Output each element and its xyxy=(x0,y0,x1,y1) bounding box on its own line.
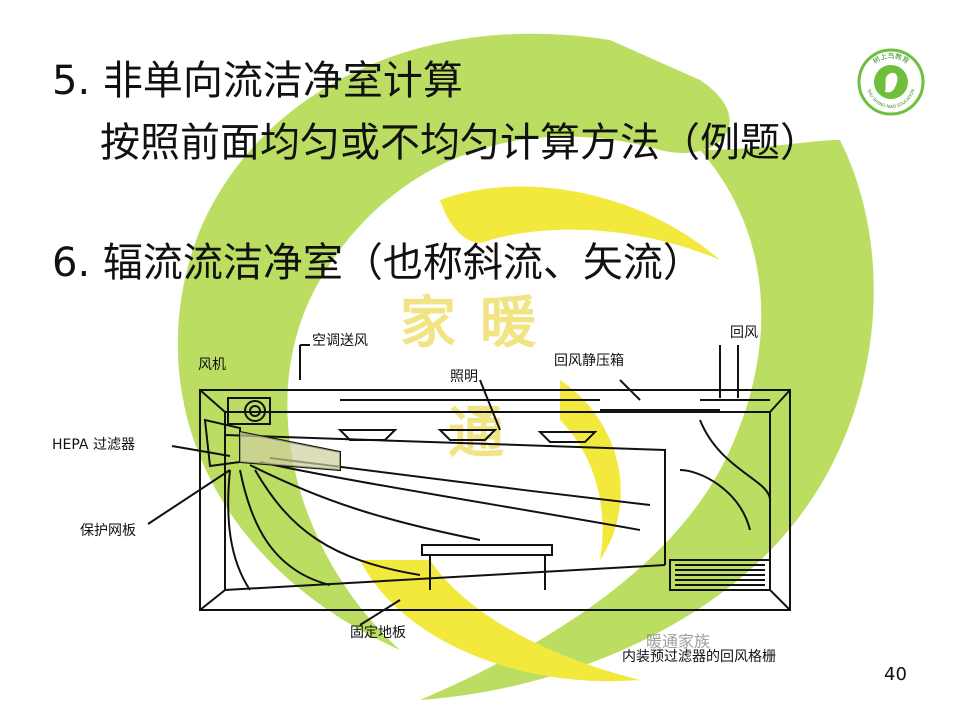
label-ac-supply: 空调送风 xyxy=(312,333,368,349)
label-return-air: 回风 xyxy=(730,325,758,341)
watermark-source: 暖通家族 xyxy=(646,632,711,651)
label-fan: 风机 xyxy=(198,357,226,373)
watermark-char-2: 暖 xyxy=(480,290,536,356)
label-return-plenum: 回风静压箱 xyxy=(554,353,624,369)
label-guard-plate: 保护网板 xyxy=(80,523,136,539)
heading-line-2: 按照前面均匀或不均匀计算方法（例题） xyxy=(100,120,820,166)
label-return-grille: 内装预过滤器的回风格栅 xyxy=(622,649,776,665)
heading-line-1: 5. 非单向流洁净室计算 xyxy=(52,58,463,104)
page-number: 40 xyxy=(884,664,907,685)
watermark-char-1: 家 xyxy=(400,290,456,356)
heading-line-3: 6. 辐流流洁净室（也称斜流、矢流） xyxy=(52,240,703,286)
logo-text-cn: 树上鸟教育 xyxy=(871,51,911,66)
label-fixed-floor: 固定地板 xyxy=(350,625,406,641)
label-lighting: 照明 xyxy=(450,369,478,385)
logo-icon: 树上鸟教育 SHU SHANG NIAO EDUCATION xyxy=(857,48,925,116)
label-hepa-filter: HEPA 过滤器 xyxy=(52,437,135,453)
